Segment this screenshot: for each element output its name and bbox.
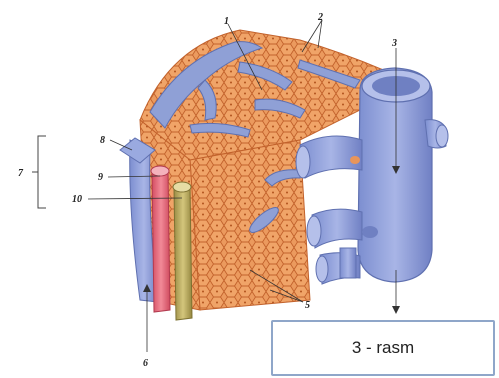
label-9: 9 xyxy=(98,172,103,183)
label-8: 8 xyxy=(100,135,105,146)
label-1: 1 xyxy=(224,16,229,27)
bracket-7 xyxy=(32,136,46,208)
label-5: 5 xyxy=(305,300,310,311)
label-3: 3 xyxy=(391,38,397,49)
label-7: 7 xyxy=(18,168,24,179)
label-6: 6 xyxy=(143,358,148,369)
figure-caption: 3 - rasm xyxy=(352,338,414,358)
caption-box: 3 - rasm xyxy=(271,320,495,376)
artery-branch xyxy=(151,166,170,312)
bile-duct xyxy=(173,182,192,320)
label-2: 2 xyxy=(317,12,323,23)
label-10: 10 xyxy=(72,194,82,205)
